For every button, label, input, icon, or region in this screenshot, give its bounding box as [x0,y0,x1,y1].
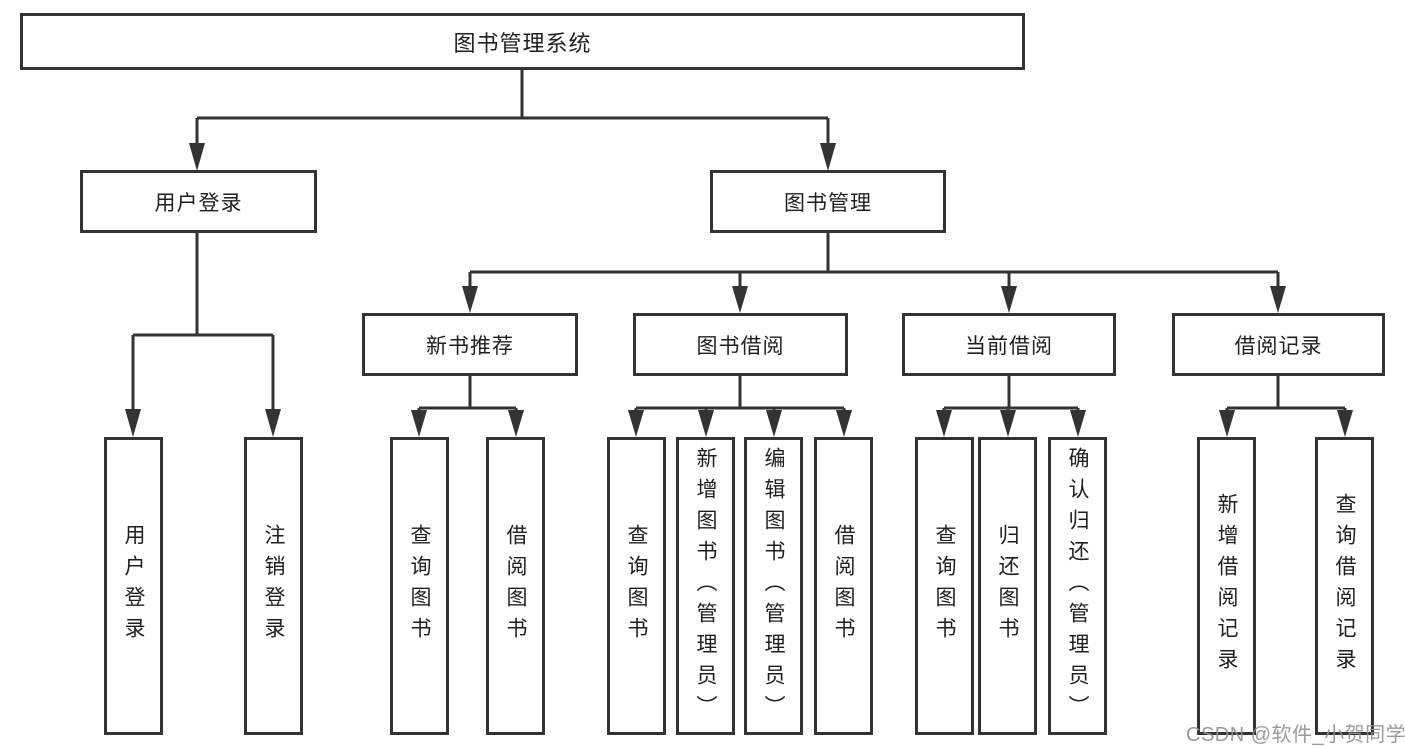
connector-book-mgmt-to-level3 [468,233,1280,290]
leaf-logout: 注销登录 [244,437,303,735]
node-label: 借阅记录 [1234,334,1323,358]
node-label: 编辑图书（管理员） [762,446,785,726]
connector-new-book-to-leaves [417,376,518,416]
node-book-borrow: 图书借阅 [633,313,848,376]
leaf-user-login: 用户登录 [104,437,163,735]
csdn-watermark: CSDN @软件_小贺同学 [1186,724,1405,746]
leaf-query-books-borrow: 查询图书 [607,437,666,735]
leaf-query-books-recommend: 查询图书 [390,437,449,735]
node-label: 新书推荐 [426,334,514,358]
arrowheads-borrow-record [1219,410,1353,437]
node-label: 借阅图书 [504,524,527,648]
node-label: 注销登录 [262,524,285,648]
node-user-login: 用户登录 [80,170,317,233]
connector-user-login-to-leaves [131,233,275,416]
node-borrow-records: 借阅记录 [1172,313,1385,376]
node-label: 用户登录 [122,524,145,648]
arrowheads-current-borrow [936,410,1086,437]
node-book-management: 图书管理 [710,170,946,233]
node-label: 查询借阅记录 [1333,493,1356,679]
node-label: 图书借阅 [696,334,785,358]
node-label: 用户登录 [154,191,243,215]
connector-book-borrow-to-leaves [634,376,846,416]
arrowheads-user-login [125,409,281,437]
node-label: 图书管理 [784,191,872,215]
node-label: 查询图书 [933,524,956,648]
leaf-add-book-admin: 新增图书（管理员） [676,437,735,735]
node-label: 查询图书 [408,524,431,648]
arrowheads-book-borrow [628,410,852,437]
leaf-return-book: 归还图书 [978,437,1037,735]
leaf-borrow-books-recommend: 借阅图书 [486,437,545,735]
leaf-add-borrow-record: 新增借阅记录 [1197,437,1256,735]
node-label: 新增图书（管理员） [694,446,717,726]
connector-borrow-record-to-leaves [1225,376,1347,416]
connector-root-to-level2 [195,70,830,150]
node-label: 归还图书 [996,524,1019,648]
leaf-confirm-return-admin: 确认归还（管理员） [1048,437,1107,735]
node-label: 借阅图书 [832,524,855,648]
leaf-borrow-books: 借阅图书 [814,437,873,735]
node-label: 图书管理系统 [453,30,592,56]
leaf-query-books-current: 查询图书 [915,437,974,735]
node-new-book-recommend: 新书推荐 [362,313,578,376]
node-current-borrow: 当前借阅 [902,313,1116,376]
arrowheads-new-book [411,410,524,437]
leaf-query-borrow-record: 查询借阅记录 [1315,437,1374,735]
arrowheads-level2 [189,143,836,171]
arrowheads-level3 [462,286,1286,313]
node-label: 新增借阅记录 [1215,493,1238,679]
node-label: 查询图书 [625,524,648,648]
node-label: 当前借阅 [965,334,1053,358]
node-library-management-system: 图书管理系统 [20,13,1025,70]
node-label: 确认归还（管理员） [1066,446,1089,726]
leaf-edit-book-admin: 编辑图书（管理员） [744,437,803,735]
